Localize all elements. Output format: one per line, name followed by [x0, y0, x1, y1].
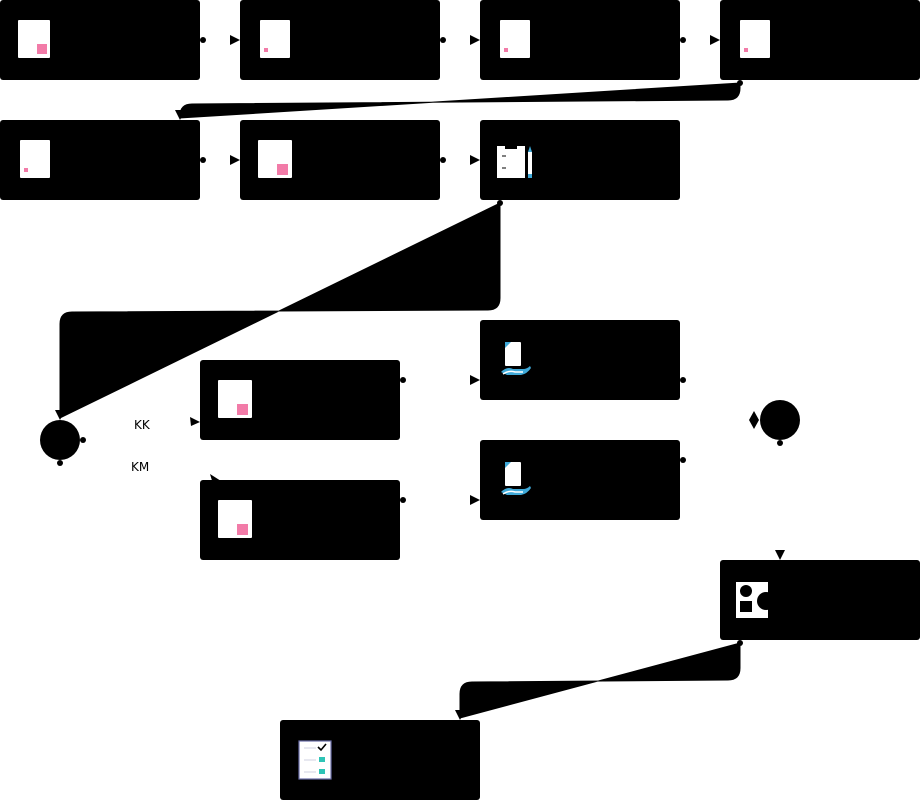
- merge-gateway[interactable]: [760, 400, 800, 440]
- document-icon: [20, 140, 50, 178]
- task-node-13[interactable]: [280, 720, 480, 800]
- document-icon: [500, 20, 530, 58]
- document-icon: [740, 20, 770, 58]
- task-node-7[interactable]: [480, 120, 680, 200]
- arrowhead-down: [175, 110, 185, 120]
- document-icon: [218, 380, 252, 418]
- wrap-connector-2: [59, 202, 501, 419]
- arrowhead-down: [455, 710, 465, 720]
- task-node-4[interactable]: [720, 0, 920, 80]
- label-km: KM: [131, 460, 150, 474]
- task-node-3[interactable]: [480, 0, 680, 80]
- split-gateway[interactable]: [40, 420, 80, 460]
- arrowhead-right: [470, 375, 480, 385]
- arrowhead-right: [230, 35, 240, 45]
- connector-start-dot: [737, 640, 743, 646]
- arrowhead-diamond: [749, 411, 759, 429]
- task-node-9[interactable]: [200, 480, 400, 560]
- label-kk: KK: [134, 418, 150, 432]
- connector-start-dot: [80, 437, 86, 443]
- arrowhead-right: [710, 35, 720, 45]
- connector-start-dot: [680, 37, 686, 43]
- arrowhead-right: [190, 417, 200, 426]
- task-node-12[interactable]: [720, 560, 920, 640]
- arrowhead-down: [55, 410, 65, 420]
- document-icon: [258, 140, 292, 178]
- task-node-11[interactable]: [480, 440, 680, 520]
- task-node-5[interactable]: [0, 120, 200, 200]
- arrowhead-down: [775, 550, 785, 560]
- task-node-8[interactable]: [200, 360, 400, 440]
- arrowhead-right: [470, 495, 480, 505]
- wrap-connector-3: [459, 642, 741, 719]
- checklist-icon: [298, 740, 332, 780]
- connector-start-dot: [680, 377, 686, 383]
- arrowhead-right: [470, 155, 480, 165]
- connector-start-dot: [400, 377, 406, 383]
- document-icon: [218, 500, 252, 538]
- connector-start-dot: [777, 440, 783, 446]
- connector-start-dot: [440, 37, 446, 43]
- connector-start-dot: [400, 497, 406, 503]
- connector-start-dot: [200, 37, 206, 43]
- connector-start-dot: [737, 80, 743, 86]
- connector-start-dot: [440, 157, 446, 163]
- shapes-icon: [736, 582, 775, 618]
- arrowhead-right: [230, 155, 240, 165]
- arrowhead-right: [470, 35, 480, 45]
- task-node-1[interactable]: [0, 0, 200, 80]
- clipboard-pencil-icon: [497, 144, 532, 178]
- task-node-10[interactable]: [480, 320, 680, 400]
- connector-start-dot: [200, 157, 206, 163]
- document-icon: [18, 20, 50, 58]
- connector-start-dot: [57, 460, 63, 466]
- hand-document-icon: [501, 462, 531, 495]
- task-node-6[interactable]: [240, 120, 440, 200]
- task-node-2[interactable]: [240, 0, 440, 80]
- connector-start-dot: [680, 457, 686, 463]
- hand-document-icon: [501, 342, 531, 375]
- wrap-connector-1: [179, 82, 741, 119]
- connector-start-dot: [497, 200, 503, 206]
- document-icon: [260, 20, 290, 58]
